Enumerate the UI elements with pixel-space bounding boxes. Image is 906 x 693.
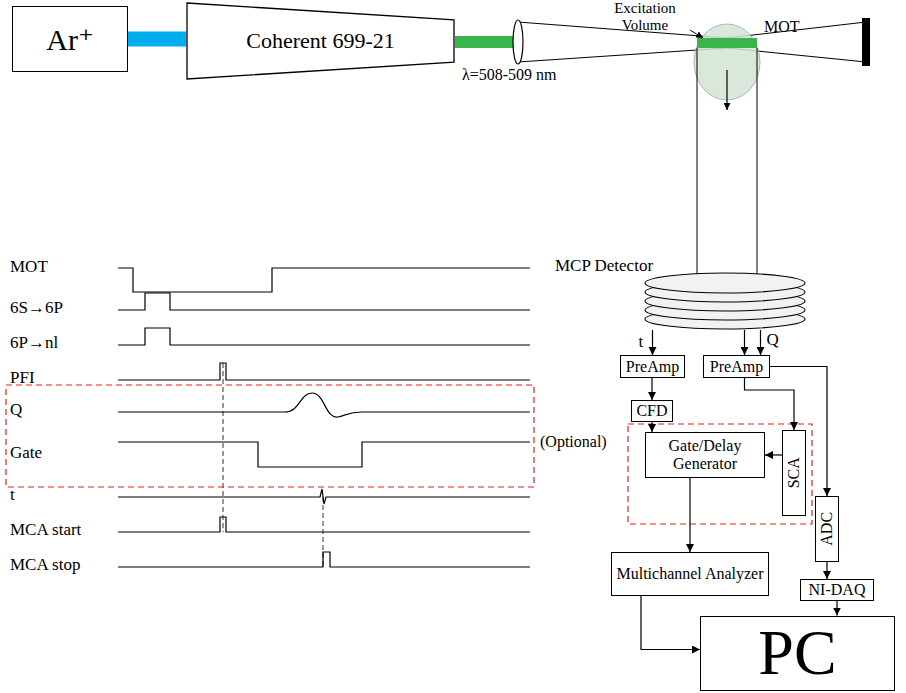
node-text: SCA (785, 457, 803, 488)
signal-name: MCA stop (10, 556, 80, 575)
node-text: NI-DAQ (809, 581, 866, 599)
preamp-box: PreAmp (620, 355, 685, 378)
signal-arrow (744, 330, 745, 355)
pulse-trace (118, 293, 530, 310)
leader-line (690, 30, 703, 38)
signal-name: PFI (10, 369, 35, 388)
trapezoid-shape (187, 3, 454, 79)
signal-arrow (765, 454, 782, 455)
node-text: PC (758, 618, 836, 688)
laser-box: Ar⁺ (12, 6, 128, 72)
signal-arrow (760, 330, 761, 355)
signal-name: MCA start (10, 521, 81, 540)
adc-box: ADC (815, 496, 839, 562)
node-text: ADC (818, 512, 836, 546)
signal-name: Gate (10, 444, 42, 463)
wavelength-label: λ=508-509 nm (462, 66, 557, 84)
optional-bracket (628, 424, 812, 524)
node-text: PreAmp (626, 358, 679, 376)
pc-box: PC (700, 616, 895, 691)
timing-guide (223, 363, 323, 567)
signal-arrow (641, 596, 700, 650)
node-text: Ar⁺ (46, 23, 94, 56)
mca-start-trace (118, 517, 530, 532)
pulse-trace (118, 328, 530, 345)
mcp-plate (645, 273, 805, 293)
beam-outline (518, 22, 866, 38)
node-text: Coherent 699-21 (246, 29, 394, 53)
optional-note: (Optional) (540, 433, 607, 451)
preamp-box: PreAmp (703, 355, 770, 378)
t-trace (118, 489, 530, 504)
signal-name: 6S→6P (10, 299, 63, 318)
gate-generator-box: Gate/Delay Generator (645, 432, 765, 478)
signal-arrow (826, 562, 827, 579)
signal-name: 6P→nl (10, 334, 58, 353)
q-trace (118, 393, 530, 417)
analyzer-box: Multichannel Analyzer (611, 552, 769, 596)
optional-bracket (6, 385, 534, 487)
timing-traces (118, 268, 530, 567)
gate-trace (118, 442, 530, 467)
signal-arrow (651, 378, 652, 400)
beam-dump (862, 18, 870, 66)
mcp-detector: MCP Detector (552, 255, 808, 330)
sca-box: SCA (782, 430, 806, 516)
signal-label: Q (767, 331, 779, 350)
mca-stop-trace (118, 552, 530, 567)
green-beam (455, 36, 515, 48)
callout-label: Excitation Volume (600, 0, 690, 33)
signal-arrow (745, 378, 795, 430)
cfd-box: CFD (631, 400, 673, 422)
ion-arrow (726, 70, 727, 110)
node-text: Gate/Delay Generator (646, 437, 764, 472)
pfi-trace (118, 363, 530, 380)
signal-arrow (836, 601, 837, 616)
ion-column (697, 48, 757, 278)
signal-name: MOT (10, 258, 48, 277)
signal-arrow (651, 422, 652, 432)
node-text: MCP Detector (555, 257, 653, 276)
excitation-volume (697, 38, 757, 48)
pump-beam (128, 32, 186, 47)
daq-box: NI-DAQ (800, 579, 874, 601)
lens (513, 20, 523, 64)
mot-trace (118, 268, 530, 292)
mot-label: MOT (764, 18, 800, 36)
beam-outline (518, 48, 866, 62)
node-text: CFD (636, 402, 667, 420)
signal-arrow (689, 478, 690, 552)
dye-laser: Coherent 699-21 (186, 2, 455, 80)
signal-arrow (652, 330, 653, 355)
signal-name: Q (10, 401, 22, 420)
signal-name: t (10, 486, 15, 505)
node-text: Multichannel Analyzer (616, 565, 763, 583)
signal-label: t (639, 333, 644, 352)
node-text: PreAmp (710, 358, 763, 376)
